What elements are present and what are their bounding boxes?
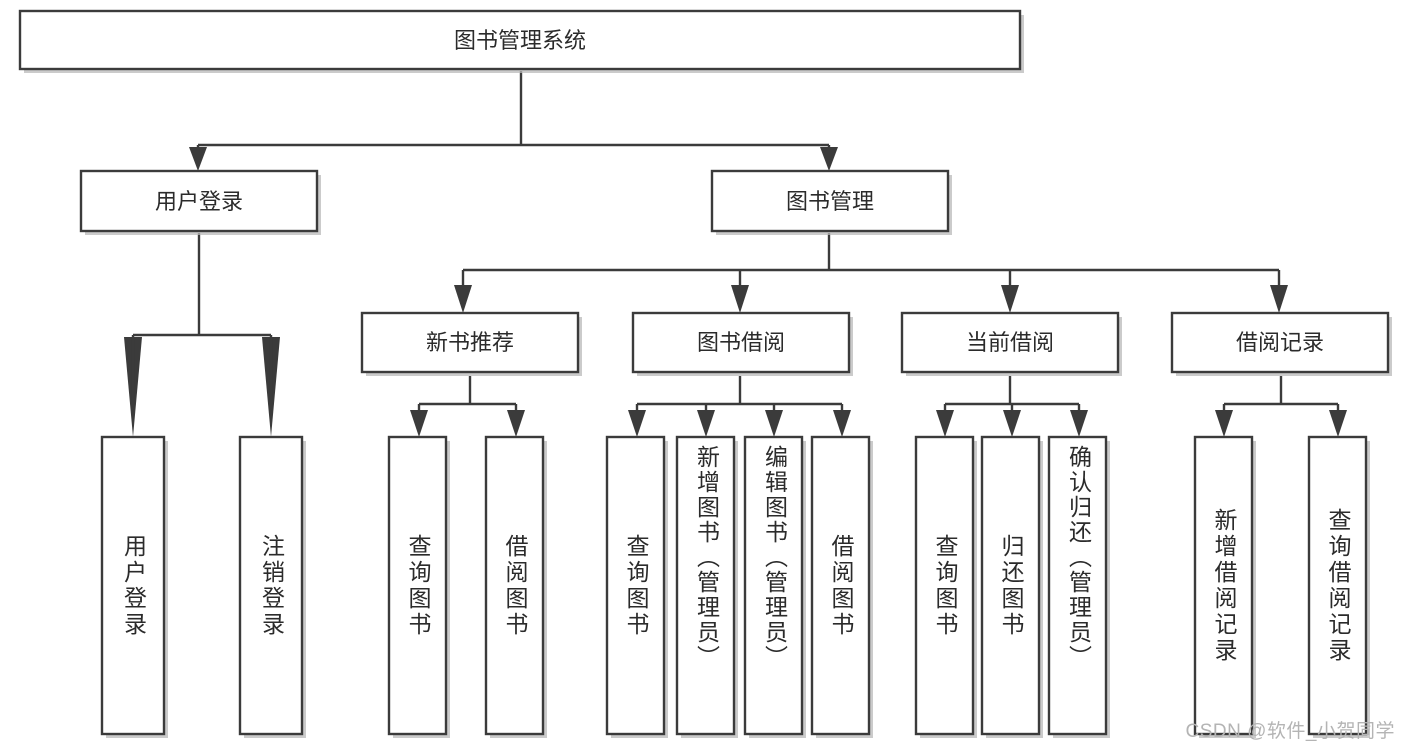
node-leaf-borrow-book-b-label: 借阅图书 <box>828 533 855 638</box>
node-leaf-confirm-return[interactable]: 确认归还（管理员） <box>1047 435 1110 738</box>
node-leaf-borrow-book-a-box[interactable] <box>484 435 545 736</box>
arrow-newbook-to-leaf2 <box>507 410 525 437</box>
node-book-borrow[interactable]: 图书借阅 <box>631 311 853 376</box>
arrow-currentborrow-to-leaf2 <box>1003 410 1021 437</box>
node-new-book-rec-label: 新书推荐 <box>426 330 514 355</box>
node-root-box[interactable] <box>18 9 1022 71</box>
node-leaf-query-record-box[interactable] <box>1307 435 1368 736</box>
node-borrow-record[interactable]: 借阅记录 <box>1170 311 1392 376</box>
arrow-newbook-to-leaf1 <box>410 410 428 437</box>
node-current-borrow-box[interactable] <box>900 311 1120 374</box>
arrow-bookborrow-to-leaf2 <box>697 410 715 437</box>
node-user-login-box[interactable] <box>79 169 319 233</box>
node-leaf-query-record-textwrap: 查询借阅记录 <box>1325 507 1352 664</box>
arrow-bookmanage-to-currentborrow <box>1001 285 1019 313</box>
node-leaf-user-login-box[interactable] <box>100 435 166 736</box>
node-leaf-query-book-a-box[interactable] <box>387 435 448 736</box>
node-book-manage-label: 图书管理 <box>786 189 874 214</box>
node-leaf-query-book-a[interactable]: 查询图书 <box>387 435 450 738</box>
node-leaf-borrow-book-b-box[interactable] <box>810 435 871 736</box>
node-leaf-add-book-textwrap: 新增图书（管理员） <box>693 445 720 670</box>
node-leaf-user-login-textwrap: 用户登录 <box>120 533 147 638</box>
node-leaf-add-book[interactable]: 新增图书（管理员） <box>675 435 738 738</box>
node-leaf-borrow-book-b[interactable]: 借阅图书 <box>810 435 873 738</box>
node-leaf-query-book-c-label: 查询图书 <box>932 533 959 638</box>
node-root-label: 图书管理系统 <box>454 28 586 53</box>
node-leaf-query-record-label: 查询借阅记录 <box>1325 507 1352 664</box>
node-leaf-query-book-b-label: 查询图书 <box>623 533 650 638</box>
node-leaf-add-book-box[interactable] <box>675 435 736 736</box>
node-leaf-return-book-box[interactable] <box>980 435 1041 736</box>
node-leaf-add-book-label: 新增图书（管理员） <box>693 445 720 670</box>
node-leaf-query-book-c-textwrap: 查询图书 <box>932 533 959 638</box>
node-leaf-logout[interactable]: 注销登录 <box>238 435 306 738</box>
node-leaf-edit-book-textwrap: 编辑图书（管理员） <box>761 445 788 670</box>
node-leaf-add-record-box[interactable] <box>1193 435 1254 736</box>
connector-layer <box>124 71 1347 437</box>
node-leaf-borrow-book-b-textwrap: 借阅图书 <box>828 533 855 638</box>
node-borrow-record-box[interactable] <box>1170 311 1390 374</box>
node-leaf-return-book-textwrap: 归还图书 <box>998 533 1025 638</box>
node-root[interactable]: 图书管理系统 <box>18 9 1024 73</box>
node-book-manage-box[interactable] <box>710 169 950 233</box>
node-leaf-query-book-a-label: 查询图书 <box>405 533 432 638</box>
watermark-text: CSDN @软件_小贺同学 <box>1185 721 1395 742</box>
node-user-login-label: 用户登录 <box>155 189 243 214</box>
node-current-borrow[interactable]: 当前借阅 <box>900 311 1122 376</box>
node-leaf-query-book-b-box[interactable] <box>605 435 666 736</box>
node-leaf-query-book-b[interactable]: 查询图书 <box>605 435 668 738</box>
node-leaf-confirm-return-label: 确认归还（管理员） <box>1065 445 1092 670</box>
node-leaf-query-record[interactable]: 查询借阅记录 <box>1307 435 1370 738</box>
node-leaf-logout-label: 注销登录 <box>258 533 285 638</box>
node-leaf-add-record[interactable]: 新增借阅记录 <box>1193 435 1256 738</box>
node-leaf-add-record-label: 新增借阅记录 <box>1211 507 1238 664</box>
node-leaf-query-book-a-textwrap: 查询图书 <box>405 533 432 638</box>
node-leaf-return-book-label: 归还图书 <box>998 533 1025 638</box>
node-book-manage[interactable]: 图书管理 <box>710 169 952 235</box>
arrow-currentborrow-to-leaf3 <box>1070 410 1088 437</box>
arrow-root-to-user-login <box>189 147 207 171</box>
node-leaf-borrow-book-a[interactable]: 借阅图书 <box>484 435 547 738</box>
node-leaf-edit-book-box[interactable] <box>743 435 804 736</box>
arrow-borrowrecord-to-leaf1 <box>1215 410 1233 437</box>
node-leaf-edit-book[interactable]: 编辑图书（管理员） <box>743 435 806 738</box>
node-leaf-borrow-book-a-label: 借阅图书 <box>502 533 529 638</box>
arrow-bookmanage-to-borrowrecord <box>1270 285 1288 313</box>
node-leaf-query-book-c-box[interactable] <box>914 435 975 736</box>
node-leaf-return-book[interactable]: 归还图书 <box>980 435 1043 738</box>
node-leaf-logout-box[interactable] <box>238 435 304 736</box>
node-leaf-user-login[interactable]: 用户登录 <box>100 435 168 738</box>
node-new-book-rec[interactable]: 新书推荐 <box>360 311 582 376</box>
node-leaf-query-book-b-textwrap: 查询图书 <box>623 533 650 638</box>
arrow-bookmanage-to-bookborrow <box>731 285 749 313</box>
arrow-bookborrow-to-leaf3 <box>765 410 783 437</box>
arrow-currentborrow-to-leaf1 <box>936 410 954 437</box>
node-leaf-user-login-label: 用户登录 <box>120 533 147 638</box>
node-leaf-confirm-return-box[interactable] <box>1047 435 1108 736</box>
node-leaf-logout-textwrap: 注销登录 <box>258 533 285 638</box>
node-leaf-confirm-return-textwrap: 确认归还（管理员） <box>1065 445 1092 670</box>
node-leaf-edit-book-label: 编辑图书（管理员） <box>761 445 788 670</box>
arrow-bookborrow-to-leaf1 <box>628 410 646 437</box>
arrow-bookmanage-to-newbook <box>454 285 472 313</box>
arrow-bookborrow-to-leaf4 <box>833 410 851 437</box>
node-current-borrow-label: 当前借阅 <box>966 330 1054 355</box>
node-user-login[interactable]: 用户登录 <box>79 169 321 235</box>
node-leaf-borrow-book-a-textwrap: 借阅图书 <box>502 533 529 638</box>
arrow-borrowrecord-to-leaf2 <box>1329 410 1347 437</box>
node-new-book-rec-box[interactable] <box>360 311 580 374</box>
node-leaf-add-record-textwrap: 新增借阅记录 <box>1211 507 1238 664</box>
node-book-borrow-box[interactable] <box>631 311 851 374</box>
node-book-borrow-label: 图书借阅 <box>697 330 785 355</box>
arrow-root-to-book-manage <box>820 147 838 171</box>
node-borrow-record-label: 借阅记录 <box>1236 330 1324 355</box>
node-leaf-query-book-c[interactable]: 查询图书 <box>914 435 977 738</box>
